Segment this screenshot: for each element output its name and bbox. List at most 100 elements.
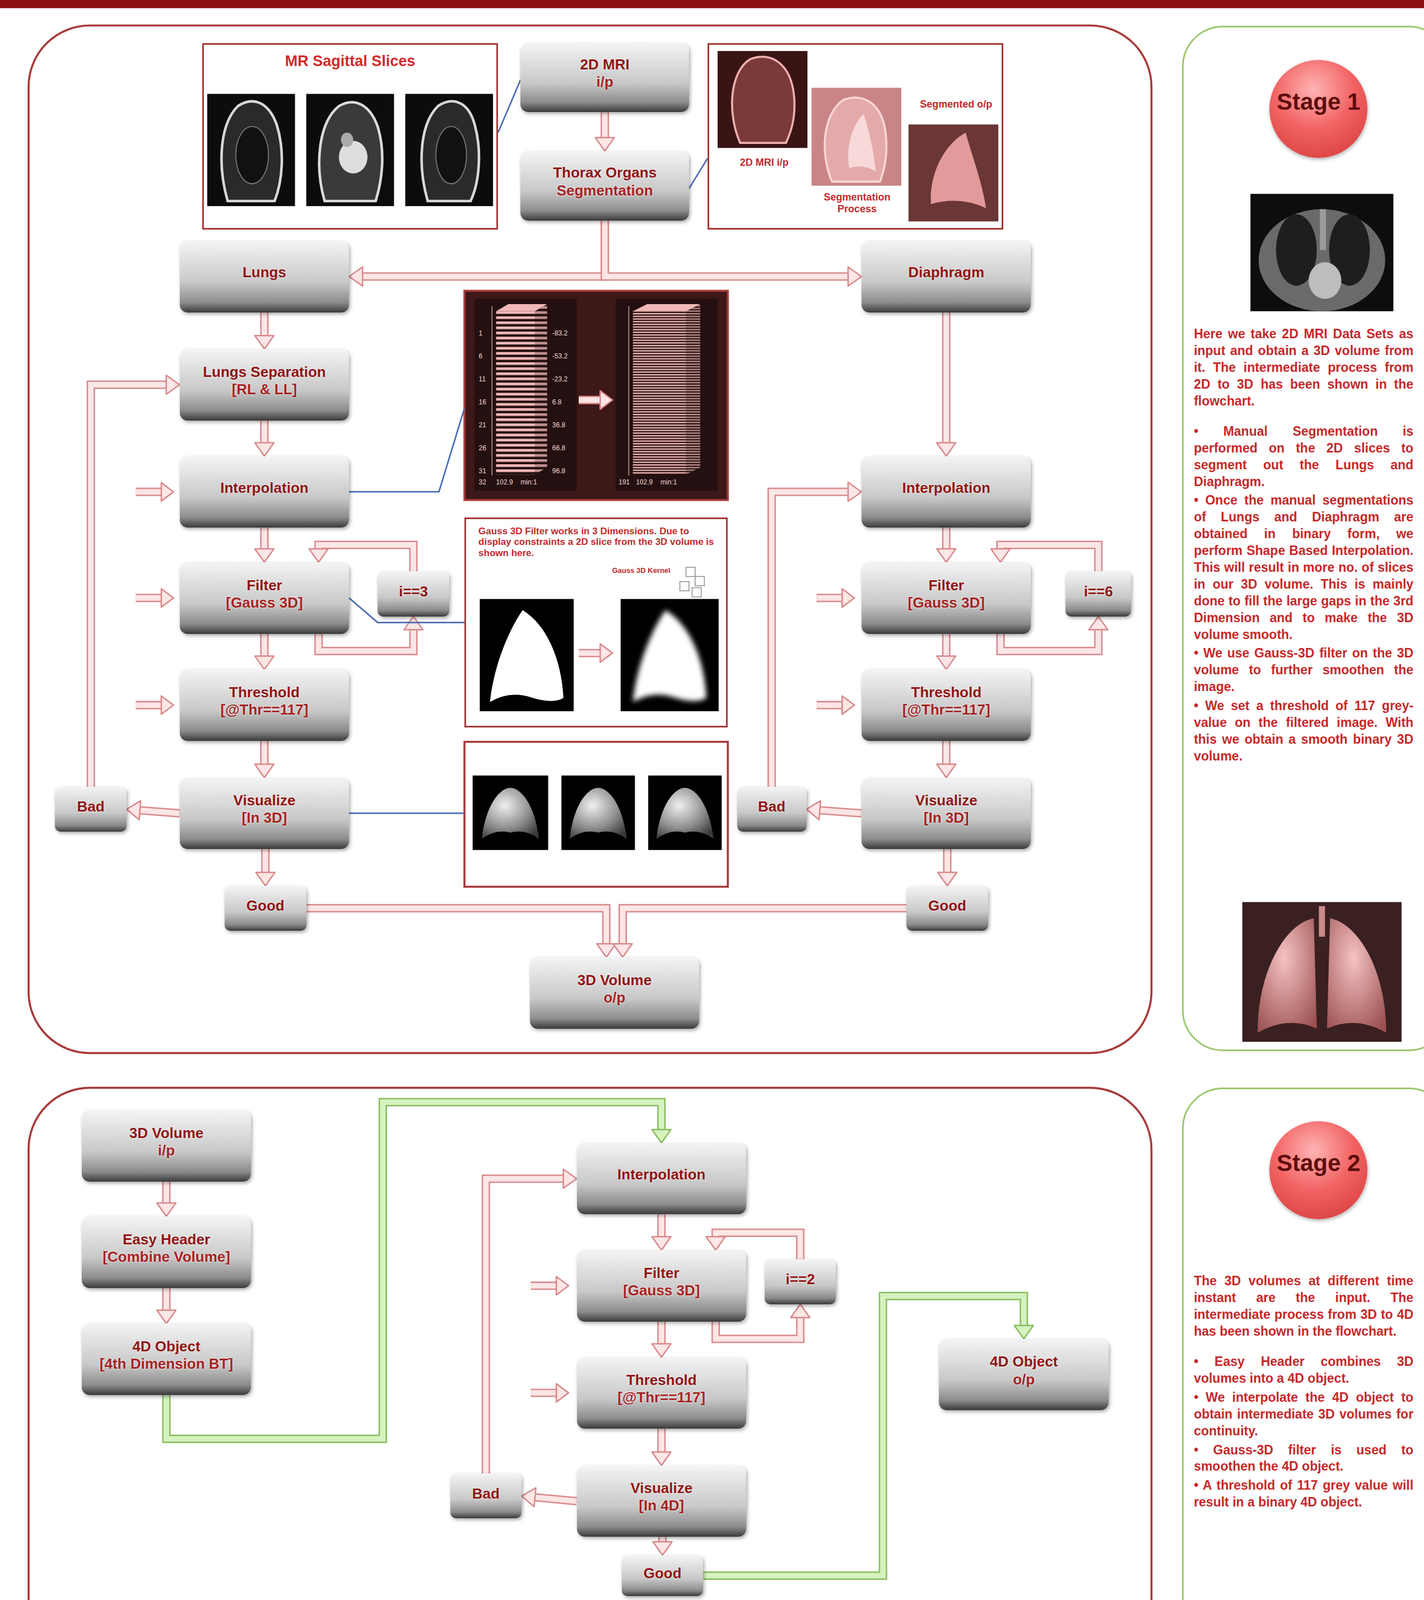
arrow-head [126,801,141,821]
slice-stack [633,311,687,476]
box-label: Easy Header [122,1231,211,1249]
lung-render [481,788,539,840]
arrow-head [848,482,862,502]
axis-number: -83.2 [552,329,568,337]
stage-title: Stage 2 [1276,1148,1361,1180]
lung-mask [931,132,987,209]
process-box: Filter[Gauss 3D] [576,1250,747,1323]
arrow-head [990,548,1011,563]
image-panel: 2D MRI i/pSegmentation ProcessSegmented … [707,43,1004,230]
arrow-fill [602,112,608,139]
arrow-fill [658,1214,665,1239]
arrow-fill [622,908,907,946]
stage-text: Here we take 2D MRI Data Sets as input a… [1193,326,1414,410]
box-label: o/p [1012,1371,1035,1389]
arrow-head [254,443,274,457]
arrow-fill [943,312,949,445]
box-label: Lungs Separation [202,363,327,381]
arrow-head [652,1344,672,1358]
process-box: Diaphragm [861,240,1031,313]
mri-ground [811,87,902,186]
flow-arrow [703,1296,1033,1576]
kernel-cube [686,567,696,577]
box-label: [In 4D] [638,1497,684,1515]
box-label: Diaphragm [908,263,985,282]
box-label: Thorax Organs [552,164,657,182]
box-label: Good [246,897,285,915]
arrow-fill [658,1322,665,1346]
box-label: Threshold [229,683,300,702]
mri-thumbnail [405,94,493,207]
mri-spine [1319,209,1326,251]
box-label: Threshold [626,1371,697,1390]
flow-arrow [936,527,956,563]
arrow-outline [703,1296,1024,1576]
process-box: 3D Volumeo/p [529,957,700,1030]
box-label: [In 3D] [923,809,970,827]
process-box: Visualize[In 3D] [861,778,1031,850]
mri-lung [435,126,467,184]
process-box: Visualize[In 4D] [576,1466,747,1538]
mri-body [421,101,479,202]
image-panel: MR Sagittal Slices [202,43,499,230]
box-label: [@Thr==117] [617,1389,706,1407]
lung-render [656,788,714,840]
lung-mask [633,610,707,703]
arrow-head [596,943,616,958]
process-box: Thorax OrgansSegmentation [520,151,690,221]
stage-text: • Easy Header combines 3D volumes into a… [1193,1353,1414,1388]
stage-frame [28,1087,1152,1600]
mri-thumbnail [207,94,296,207]
box-label: [Gauss 3D] [908,594,985,612]
arrow-fill [163,1288,170,1312]
box-label: 4D Object [132,1338,200,1356]
flow-arrow [254,527,274,563]
arrow-outline [485,1179,565,1475]
flow-arrow [156,1288,176,1325]
stage-text: • Once the manual segmentations of Lungs… [1193,492,1414,644]
stage-text: • A threshold of 117 grey value will res… [1193,1477,1414,1512]
mri-heart [341,132,354,148]
text-column: The 3D volumes at different time instant… [1193,1273,1414,1514]
stage-panel: The 3D volumes at different time instant… [1181,1087,1424,1600]
trachea [1318,906,1325,938]
process-box: Lungs [179,240,349,313]
process-box: Lungs Separation[RL & LL] [179,348,349,421]
flow-arrow [595,112,615,151]
axis-number: 96.8 [552,467,566,475]
axis-number: 11 [478,375,486,383]
arrow-head [254,655,274,670]
render-ground [1242,902,1402,1043]
flow-arrow [652,1322,672,1358]
arrow-outline [657,1429,666,1454]
box-label: Visualize [233,792,296,810]
arrow-head [254,548,274,563]
arrow-fill [944,849,951,874]
arrow-fill [306,908,607,946]
box-label: Interpolation [617,1166,706,1184]
box-label: [@Thr==117] [902,701,991,719]
render-panel [464,742,728,888]
arrow-outline [942,312,951,445]
arrow-outline [138,810,180,814]
flow-arrow [936,741,956,779]
feed-arrow [531,1384,569,1403]
axis-number: 6 [478,352,483,360]
process-box: Easy Header[Combine Volume] [81,1216,251,1289]
flow-arrow [806,801,862,821]
arrow-outline [162,1181,171,1205]
render-ground [472,775,549,851]
axis-number: min:1 [520,478,537,486]
slice-stack [686,304,701,475]
stage-text: • We use Gauss-3D filter on the 3D volum… [1193,645,1414,696]
axis-number: 26 [478,444,487,452]
box-label: 3D Volume [577,971,652,990]
arrow-fill [818,810,862,814]
flow-arrow [90,375,180,788]
slice-stack [534,304,548,475]
leader-line [498,79,521,133]
stage-text: • We set a threshold of 117 grey-value o… [1193,697,1414,766]
lung-mask [848,114,876,172]
arrow-outline [942,634,951,658]
arrow-outline [259,420,269,445]
